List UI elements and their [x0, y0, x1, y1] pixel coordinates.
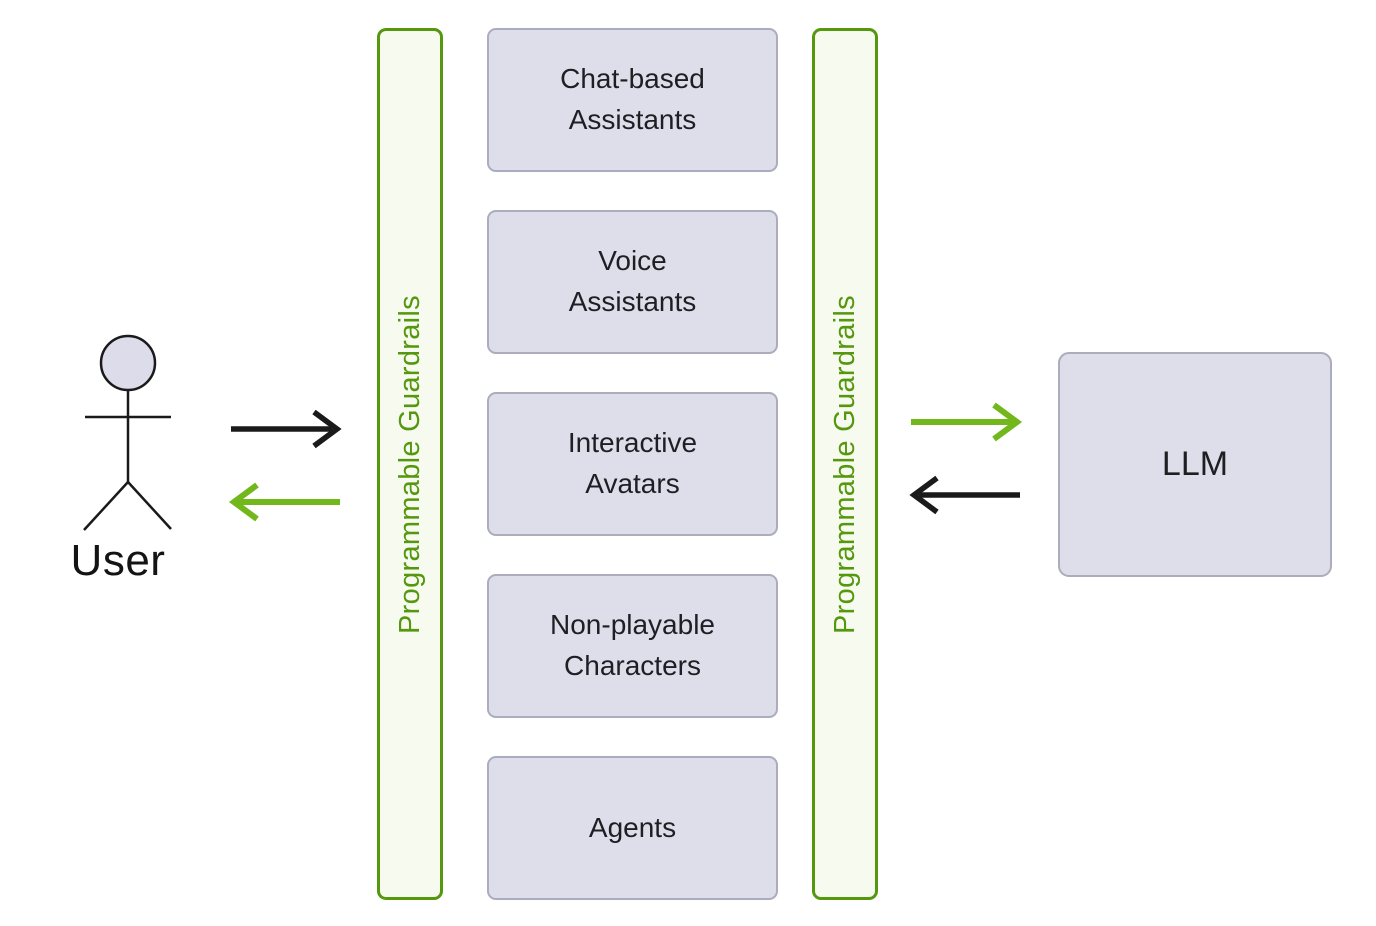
app-box-agents: Agents — [487, 756, 778, 900]
llm-box: LLM — [1058, 352, 1332, 577]
arrow-right-user-to-guardrails-icon — [231, 409, 342, 449]
arrow-left-llm-to-guardrails-icon — [909, 475, 1020, 515]
guardrail-right-label: Programmable Guardrails — [828, 294, 861, 634]
guardrail-bar-left: Programmable Guardrails — [377, 28, 443, 900]
guardrail-bar-right: Programmable Guardrails — [812, 28, 878, 900]
app-box-voice-assistants: Voice Assistants — [487, 210, 778, 354]
user-label: User — [70, 536, 166, 585]
app-box-interactive-avatars: Interactive Avatars — [487, 392, 778, 536]
app-box-non-playable-characters: Non-playable Characters — [487, 574, 778, 718]
arrow-right-guardrails-to-llm-icon — [911, 402, 1023, 442]
arrow-left-guardrails-to-user-icon — [228, 482, 340, 522]
guardrail-left-label: Programmable Guardrails — [393, 294, 426, 634]
app-box-chat-based-assistants: Chat-based Assistants — [487, 28, 778, 172]
user-figure-icon — [83, 334, 172, 531]
